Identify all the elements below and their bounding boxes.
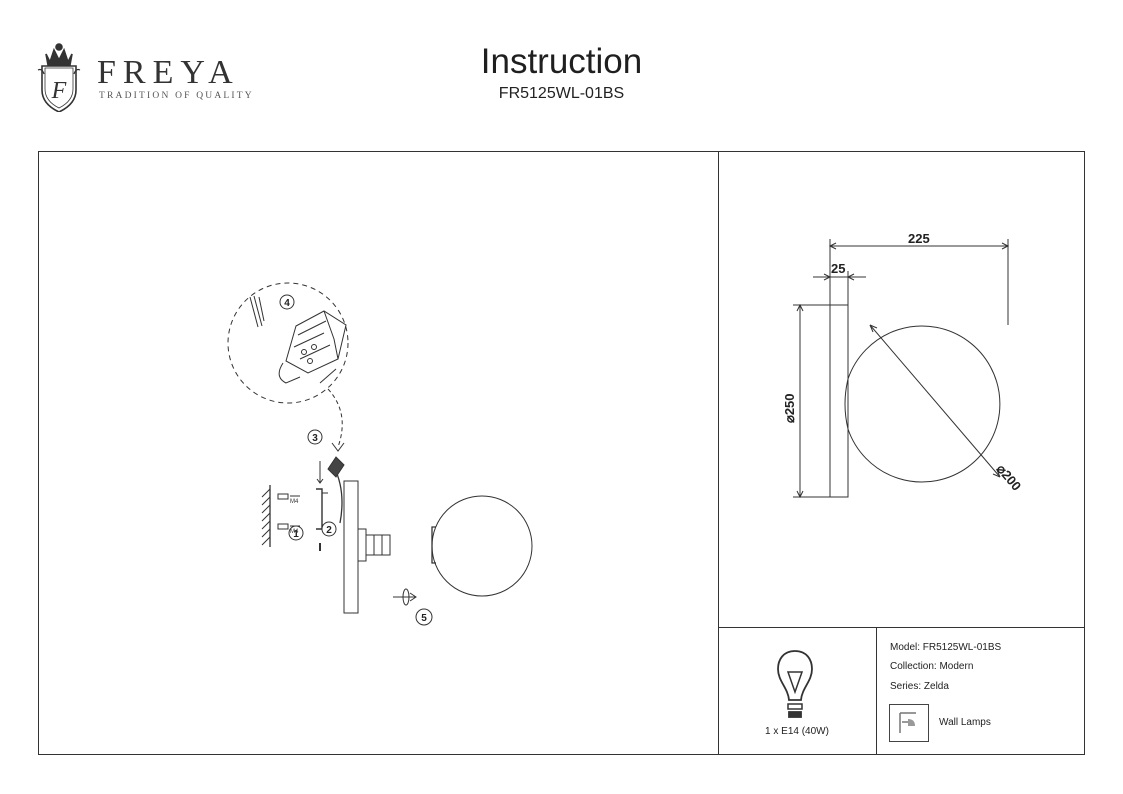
crest-icon — [37, 43, 81, 112]
step-3-label: 3 — [312, 433, 318, 444]
detail-leader-line — [327, 388, 343, 448]
step-markers: 4 3 1 2 5 — [279, 294, 433, 626]
step-5-label: 5 — [421, 613, 427, 624]
page-subtitle-model: FR5125WL-01BS — [498, 85, 625, 102]
bulb-icon — [777, 650, 813, 718]
dim-height: ⌀250 — [782, 393, 797, 423]
bulb-spec: 1 x E14 (40W) — [765, 726, 829, 737]
info-collection: Collection: Modern — [890, 661, 974, 672]
crest-monogram: F — [51, 78, 67, 104]
step-2-label: 2 — [326, 525, 332, 536]
frame-divider-horizontal — [718, 627, 1085, 628]
frame-divider-vertical — [718, 151, 719, 755]
wall-lamp-type-box — [889, 704, 929, 742]
brand-tagline: TRADITION OF QUALITY — [99, 91, 254, 101]
brand-logo: F — [37, 43, 81, 112]
step-4-label: 4 — [284, 298, 290, 309]
dim-shade: ⌀200 — [994, 461, 1024, 493]
glass-globe — [431, 495, 533, 597]
info-divider-vertical — [876, 627, 877, 755]
wall-plate — [343, 480, 359, 614]
wall-lamp-icon — [899, 712, 916, 733]
instruction-frame — [38, 151, 1085, 755]
detail-zoom-circle — [227, 282, 349, 404]
screw-label-top: M4 — [290, 499, 299, 505]
info-series: Series: Zelda — [890, 681, 949, 692]
screw-label-bottom: M4 — [290, 529, 299, 535]
dim-plate: 25 — [831, 261, 845, 276]
wall-plate-side — [829, 304, 849, 498]
dimension-diagram: 225 25 ⌀250 ⌀200 — [782, 231, 1024, 499]
mounting-bracket — [316, 488, 323, 530]
brand-name: FREYA — [97, 54, 240, 91]
page-title: Instruction — [480, 42, 643, 81]
dim-width: 225 — [908, 231, 930, 246]
step-1-label: 1 — [293, 529, 299, 540]
info-type: Wall Lamps — [939, 717, 991, 728]
info-model: Model: FR5125WL-01BS — [890, 642, 1002, 653]
globe-outline — [847, 325, 1001, 483]
installation-diagram: 4 3 1 2 5 M4 M4 — [227, 282, 533, 626]
